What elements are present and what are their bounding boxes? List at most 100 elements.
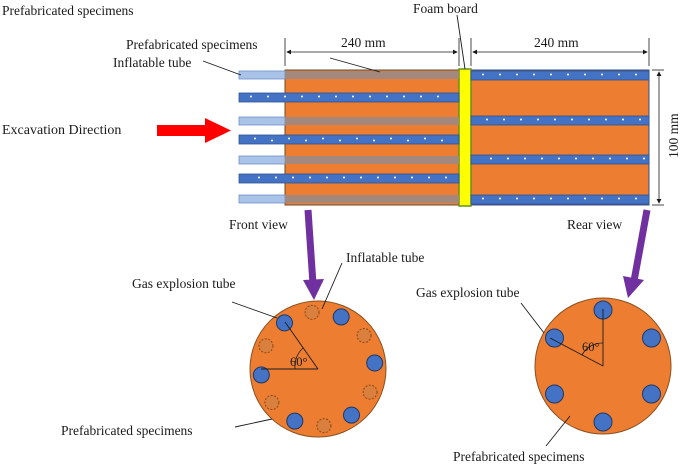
speckle-dot <box>254 137 256 140</box>
inflatable-tube-section <box>316 418 332 434</box>
speckle-dot <box>288 137 290 140</box>
speckle-dot <box>343 176 345 179</box>
leader-lines <box>202 14 466 76</box>
foam-board-rect <box>458 68 472 207</box>
label-dim-height: 100 mm <box>666 113 681 158</box>
speckle-dot <box>352 95 354 98</box>
speckle-dot <box>558 157 560 160</box>
label-rear-view: Rear view <box>567 217 622 232</box>
speckle-dot <box>575 157 577 160</box>
speckle-dot <box>424 137 426 140</box>
speckle-dot <box>482 73 484 76</box>
gas-tube <box>470 115 650 126</box>
gas-explosion-tube <box>252 366 270 384</box>
front-inflatable-tubes <box>258 304 378 434</box>
speckle-dot <box>394 176 396 179</box>
rear-cross-section <box>534 297 672 435</box>
speckle-dot <box>441 139 443 142</box>
rear-specimen-body <box>470 69 650 206</box>
speckle-dot <box>626 157 628 160</box>
label-prefab-left-bottom: Prefabricated specimens <box>61 423 193 438</box>
label-prefab-top: Prefabricated specimens <box>126 37 258 52</box>
label-inflatable-left: Inflatable tube <box>346 250 424 265</box>
speckle-dot <box>584 73 586 76</box>
speckle-dot <box>541 157 543 160</box>
label-angle-right: 60° <box>582 340 600 354</box>
label-front-view: Front view <box>229 217 288 232</box>
speckle-dot <box>292 176 294 179</box>
speckle-dot <box>499 73 501 76</box>
speckle-dot <box>567 73 569 76</box>
front-gas-tubes <box>252 308 384 430</box>
rear-view-arrow-icon <box>623 209 651 298</box>
tube-speckles <box>250 73 645 200</box>
inflatable-tube-section <box>304 304 320 320</box>
speckle-dot <box>516 73 518 76</box>
speckle-dot <box>360 176 362 179</box>
speckle-dot <box>305 139 307 142</box>
speckle-dot <box>322 137 324 140</box>
speckle-dot <box>554 118 556 121</box>
side-view-block <box>238 68 650 207</box>
speckle-dot <box>373 139 375 142</box>
speckle-dot <box>622 118 624 121</box>
inflatable-tube-outside <box>238 155 286 165</box>
inflatable-tube-outside <box>238 116 286 126</box>
speckle-dot <box>601 73 603 76</box>
speckle-dot <box>420 95 422 98</box>
gas-explosion-tube <box>593 412 613 432</box>
speckle-dot <box>609 157 611 160</box>
inflatable-tube-section <box>356 327 372 343</box>
speckle-dot <box>605 118 607 121</box>
speckle-dot <box>403 95 405 98</box>
gas-tube <box>470 194 650 205</box>
label-inflatable-top: Inflatable tube <box>113 55 191 70</box>
speckle-dot <box>550 73 552 76</box>
inflatable-tube-inside <box>285 117 459 125</box>
speckle-dot <box>407 139 409 142</box>
speckle-dot <box>318 95 320 98</box>
rear-tubes <box>470 70 650 205</box>
inflatable-tube-section <box>264 395 280 411</box>
label-prefab-top-left: Prefabricated specimens <box>2 3 134 18</box>
front-tubes <box>238 70 460 204</box>
gas-tube <box>238 134 460 145</box>
speckle-dot <box>445 176 447 179</box>
speckle-dot <box>390 137 392 140</box>
speckle-dot <box>592 157 594 160</box>
excavation-arrow-icon <box>157 118 231 143</box>
speckle-dot <box>386 95 388 98</box>
speckle-dot <box>571 118 573 121</box>
speckle-dot <box>533 197 535 200</box>
gas-explosion-tube <box>286 412 304 430</box>
speckle-dot <box>339 139 341 142</box>
speckle-dot <box>309 176 311 179</box>
speckle-dot <box>524 157 526 160</box>
speckle-dot <box>326 176 328 179</box>
speckle-dot <box>486 118 488 121</box>
gas-explosion-tube <box>343 406 361 424</box>
speckle-dot <box>369 95 371 98</box>
speckle-dot <box>250 95 252 98</box>
inflatable-tube-outside <box>238 194 286 204</box>
inflatable-tube-section <box>258 338 274 354</box>
speckle-dot <box>428 176 430 179</box>
label-excavation: Excavation Direction <box>2 123 121 138</box>
speckle-dot <box>284 95 286 98</box>
speckle-dot <box>533 73 535 76</box>
speckle-dot <box>507 157 509 160</box>
speckle-dot <box>275 176 277 179</box>
speckle-dot <box>520 118 522 121</box>
speckle-dot <box>499 197 501 200</box>
dimension-lines <box>284 38 664 206</box>
speckle-dot <box>635 197 637 200</box>
gas-tube <box>470 70 650 81</box>
speckle-dot <box>618 73 620 76</box>
inflatable-tube-inside <box>285 156 459 164</box>
gas-tube <box>238 92 460 103</box>
gas-explosion-tube <box>641 328 661 348</box>
front-cross-section <box>249 300 387 438</box>
